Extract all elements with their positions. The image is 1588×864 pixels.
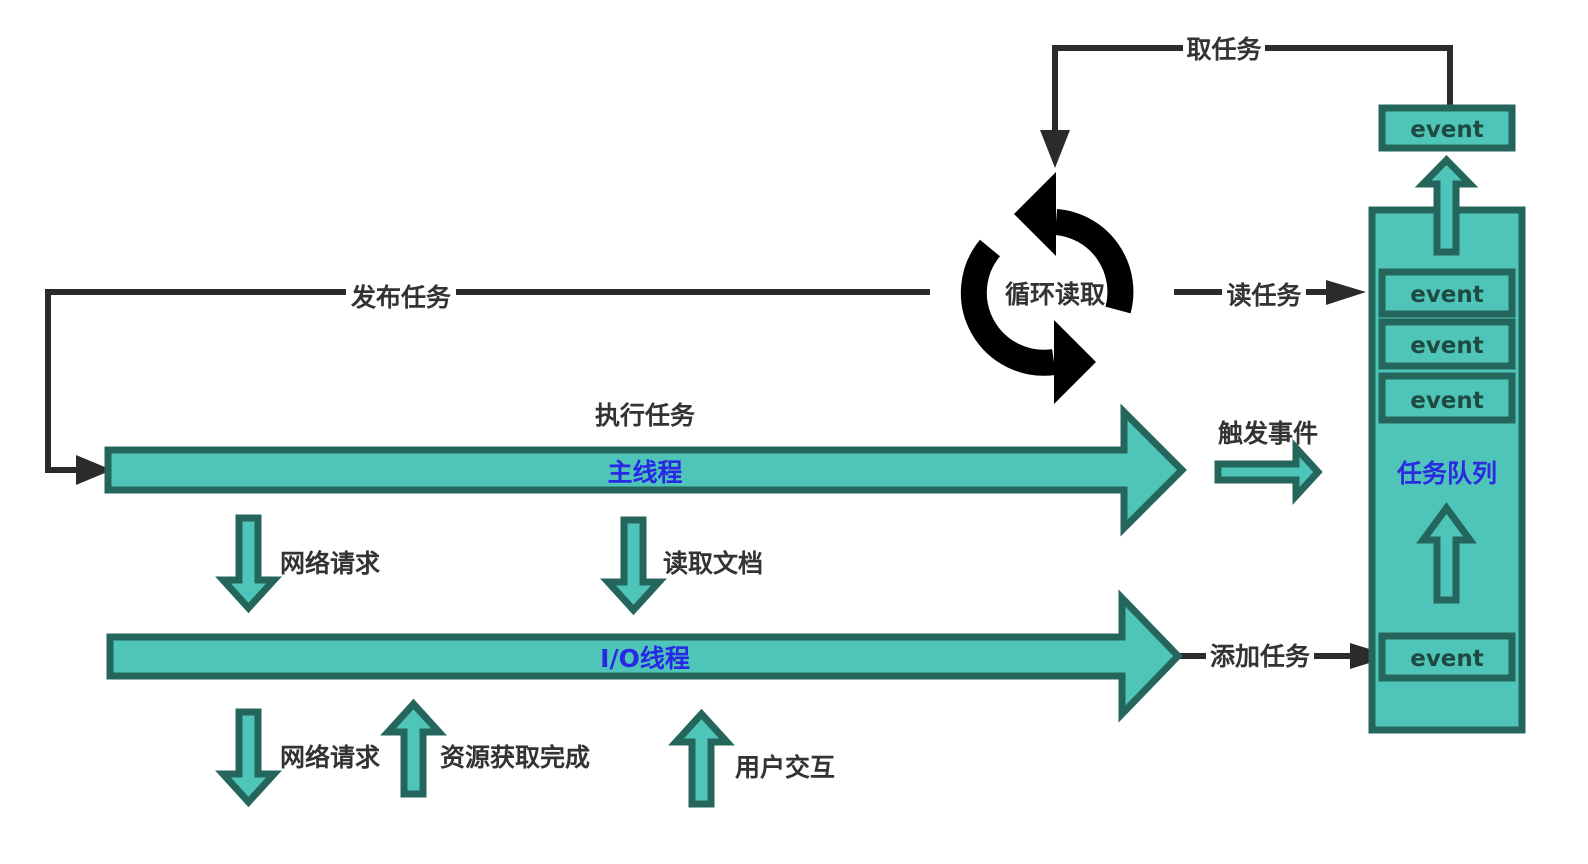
publish-task-connector [45, 289, 930, 473]
queue-event-4 [1378, 632, 1516, 682]
io-thread-label: I/O线程 [600, 644, 690, 673]
read-task-arrowhead [1326, 280, 1366, 305]
network-request-arrow-2 [215, 708, 282, 808]
popped-event [1378, 104, 1516, 152]
read-document-label: 读取文档 [663, 549, 763, 578]
read-task-label-bg [1222, 276, 1306, 312]
network-request-arrow-1 [215, 514, 282, 614]
take-task-label: 取任务 [1186, 35, 1261, 64]
main-thread-label: 主线程 [607, 458, 682, 487]
queue-event-1-label: event [1410, 282, 1484, 308]
loop-read-label: 循环读取 [1005, 280, 1105, 309]
queue-event-4-label: event [1410, 646, 1484, 672]
publish-task-arrowhead [76, 455, 112, 485]
network-request-label-1: 网络请求 [280, 549, 380, 578]
add-task-label: 添加任务 [1210, 642, 1310, 671]
trigger-event-arrow [1214, 439, 1323, 505]
resource-done-label: 资源获取完成 [440, 743, 590, 772]
add-task-label-bg [1206, 638, 1314, 674]
main-thread-lane [104, 403, 1187, 537]
queue-event-3-label: event [1410, 388, 1484, 414]
take-task-label-bg [1183, 30, 1265, 66]
queue-event-2-label: event [1410, 333, 1484, 359]
queue-up-arrow [1416, 502, 1477, 604]
take-task-arrowhead [1040, 130, 1070, 168]
read-document-arrow [600, 516, 667, 616]
network-request-label-2: 网络请求 [280, 743, 380, 772]
execute-task-label: 执行任务 [595, 401, 695, 430]
user-interaction-label: 用户交互 [735, 753, 835, 782]
queue-event-1 [1378, 268, 1516, 318]
resource-done-arrow [380, 698, 447, 798]
popped-event-label: event [1410, 117, 1484, 143]
user-interaction-arrow [668, 708, 735, 808]
publish-task-label-bg [346, 278, 456, 314]
dequeue-up-arrow [1414, 154, 1479, 256]
queue-event-2 [1378, 318, 1516, 370]
queue-event-3 [1378, 372, 1516, 424]
task-queue-title: 任务队列 [1396, 459, 1497, 488]
io-thread-lane [106, 589, 1183, 723]
trigger-event-label: 触发事件 [1218, 419, 1318, 448]
publish-task-label: 发布任务 [350, 283, 451, 312]
loop-refresh-icon [960, 172, 1134, 404]
read-task-label: 读任务 [1226, 281, 1301, 310]
